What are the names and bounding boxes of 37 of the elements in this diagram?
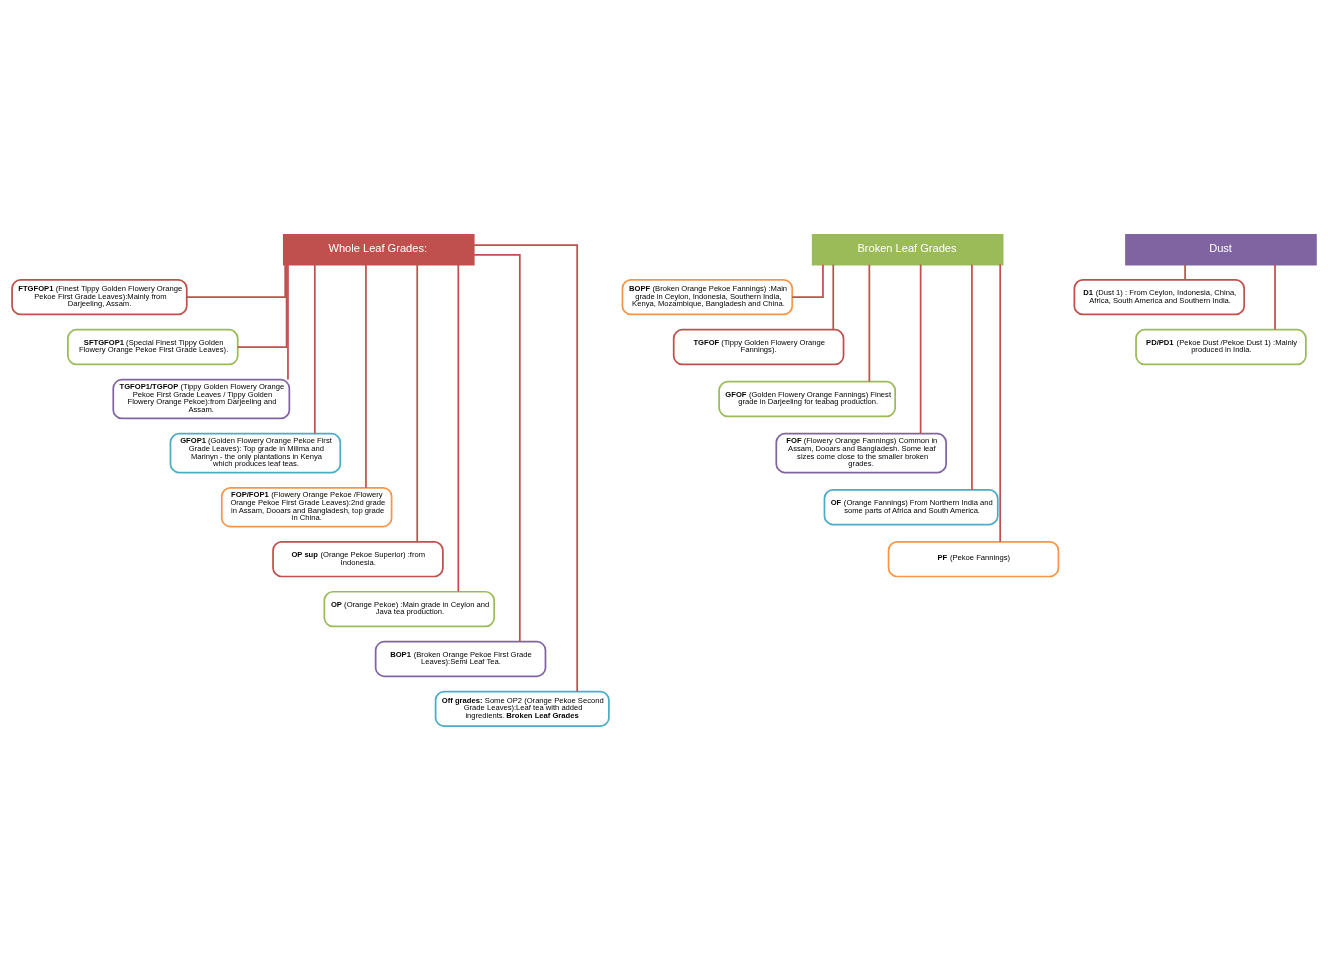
node-box: BOP1 (Broken Orange Pekoe First Grade Leaves):Semi Leaf Tea. [374,640,547,678]
node-box: FOF (Flowery Orange Fannings) Common in Assam, Dooars and Bangladesh. Some leaf sizes come close to the smaller broken grades. [775,432,947,474]
node-box: Dust [1125,233,1317,266]
node-box: FOP/FOP1 (Flowery Orange Pekoe /Flowery Orange Pekoe First Grade Leaves):2nd grade in Assam, Dooars and Bangladesh, top grade in China. [220,486,393,528]
connector [186,263,287,299]
connector [365,263,367,489]
connector [1184,263,1186,281]
node-box: SFTGFOP1 (Special Finest Tippy Golden Flowery Orange Pekoe First Grade Leaves). [67,328,239,366]
connector [457,263,460,593]
node-box: Whole Leaf Grades: [282,233,475,266]
connector [971,263,973,491]
connector [832,263,835,331]
node-box: Off grades: Some OP2 (Orange Pekoe Second Grade Leaves):Leaf tea with added ingredients. Broken Leaf Grades [434,690,610,728]
node-box: OF (Orange Fannings) From Northern India and some parts of Africa and South America. [823,489,999,526]
node-box: GFOP1 (Golden Flowery Orange Pekoe First Grade Leaves): Top grade in Milima and Marinyn - the only plantations in Kenya which produces leaf teas. [169,432,342,474]
node-box: FTGFOP1 (Finest Tippy Golden Flowery Orange Pekoe First Grade Leaves):Mainly from Darjeeling, Assam. [11,278,188,316]
connector [791,263,824,299]
connector [416,263,419,543]
connector [287,263,289,381]
node-box: PD/PD1 (Pekoe Dust /Pekoe Dust 1) :Mainly produced in India. [1135,328,1307,366]
node-box: PF (Pekoe Fannings) [887,541,1060,578]
connector [473,244,579,693]
node-box: OP (Orange Pekoe) :Main grade in Ceylon and Java tea production. [323,590,496,628]
node-box: TGFOP1/TGFOP (Tippy Golden Flowery Orange Pekoe First Grade Leaves / Tippy Golden Flowery Orange Pekoe):from Darjeeling and Assam. [112,378,291,420]
node-box: BOPF (Broken Orange Pekoe Fannings) :Main grade in Ceylon, Indonesia, Southern India, Kenya, Mozambique, Bangladesh and China. [621,278,794,316]
connector [1274,263,1276,331]
connector [472,254,521,643]
node-box: OP sup (Orange Pekoe Superior) :from Indonesia. [272,541,444,578]
connector [999,263,1002,543]
connector [919,263,922,435]
node-box: GFOF (Golden Flowery Orange Fannings) Finest grade in Darjeeling for teabag production. [718,380,897,418]
connector [868,263,871,383]
connector [313,263,316,435]
connector [236,263,288,348]
node-box: TGFOF (Tippy Golden Flowery Orange Fannings). [672,328,845,366]
node-box: Broken Leaf Grades [811,233,1004,266]
node-box: D1 (Dust 1) : From Ceylon, Indonesia, China, Africa, South America and Southern India. [1073,278,1246,316]
